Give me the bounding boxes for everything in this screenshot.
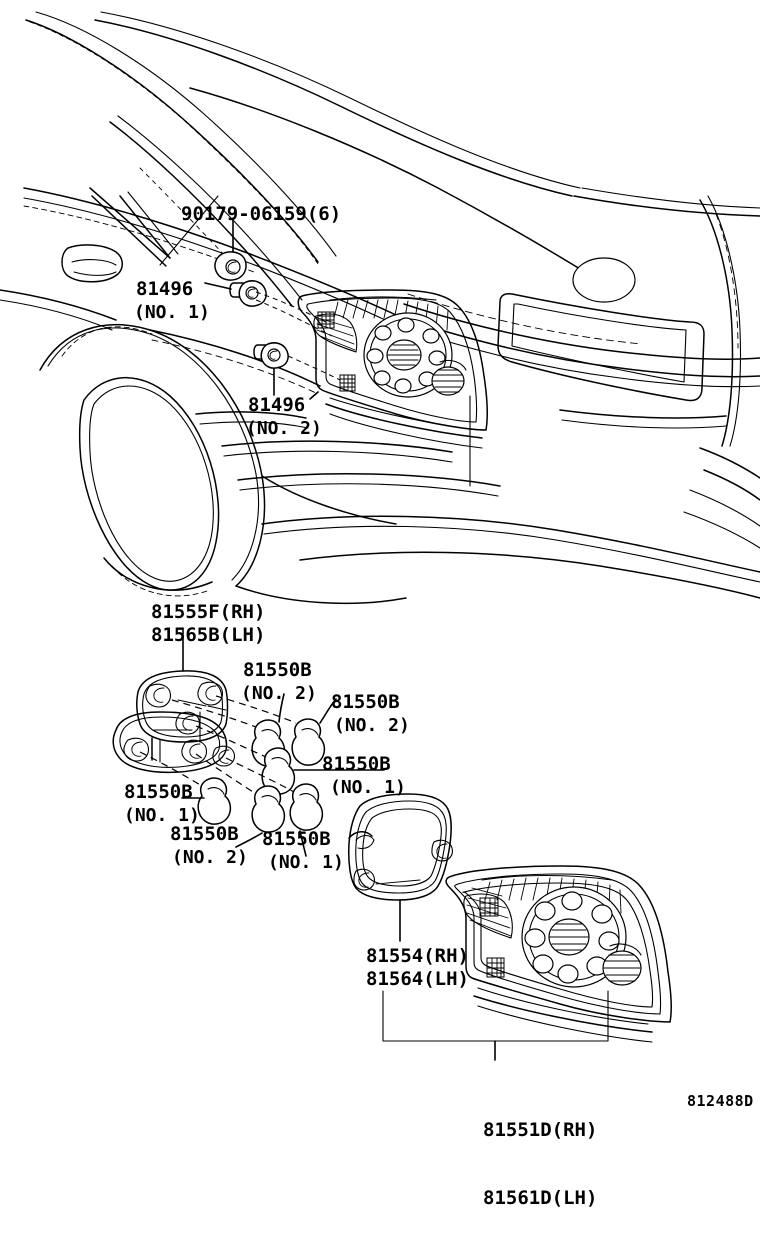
label-clip-81496-no1-note: (NO. 1) [134, 302, 210, 323]
tail-lamp-upper-illustration [297, 289, 489, 449]
label-lamp-assembly-rh-line: 81551D(RH) [483, 1118, 598, 1141]
bulb-d [197, 777, 232, 825]
drawing-number: 812488D [687, 1092, 754, 1110]
bulb-b [291, 718, 326, 766]
exploded-lamp-assembly-view [112, 627, 673, 1061]
label-clip-81496-no2-note: (NO. 2) [246, 418, 322, 439]
bulb-e [251, 785, 286, 833]
label-bulb-c-no1-note: (NO. 1) [330, 777, 406, 798]
bulb-c [261, 747, 296, 795]
label-bulb-d-no1: 81550B [124, 781, 193, 803]
label-bolt-90179: 90179-06159(6) [181, 203, 342, 225]
lamp-clip-hatch-lower [339, 374, 356, 392]
parts-diagram-page: 90179-06159(6) 81496 (NO. 1) 81496 (NO. … [0, 11, 760, 1209]
label-gasket-lh: 81564(LH) [366, 968, 469, 990]
label-clip-81496-no2: 81496 [248, 394, 306, 416]
label-bulb-f-no1: 81550B [262, 828, 331, 850]
bulbs-group [197, 718, 326, 833]
label-bulb-f-no1-note: (NO. 1) [268, 852, 344, 873]
clip-81496-no1-icon [229, 280, 267, 307]
gasket-part [348, 793, 453, 901]
label-lamp-assembly-lh-line: 81561D(LH) [483, 1186, 598, 1209]
label-lamp-assembly-stack: 81551D(RH) 81561D(LH) [483, 1073, 597, 1255]
label-gasket-rh: 81554(RH) [366, 945, 469, 967]
label-socket-plate-lh: 81565B(LH) [151, 624, 266, 646]
label-bulb-c-no1: 81550B [322, 753, 391, 775]
bolt-90179-icon [214, 251, 247, 281]
lamp-clip-hatch-lower-lower-view [486, 957, 505, 978]
label-bulb-d-no1-note: (NO. 1) [124, 805, 200, 826]
lamp-clip-hatch-upper [317, 311, 335, 329]
label-bulb-e-no2-note: (NO. 2) [172, 847, 248, 868]
label-bulb-a-no2-note: (NO. 2) [241, 683, 317, 704]
socket-plate-part [112, 670, 235, 774]
bulb-f [289, 783, 324, 831]
label-bulb-b-no2-note: (NO. 2) [334, 715, 410, 736]
label-bulb-a-no2: 81550B [243, 659, 312, 681]
clip-81496-no2-icon [253, 342, 289, 369]
label-bulb-b-no2: 81550B [331, 691, 400, 713]
tail-lamp-assembly-part [445, 865, 673, 1043]
lamp-clip-hatch-upper-lower-view [479, 897, 499, 917]
label-bulb-e-no2: 81550B [170, 823, 239, 845]
label-clip-81496-no1: 81496 [136, 278, 194, 300]
vehicle-rear-quarter-view [0, 11, 760, 605]
label-socket-plate-rh: 81555F(RH) [151, 601, 266, 623]
